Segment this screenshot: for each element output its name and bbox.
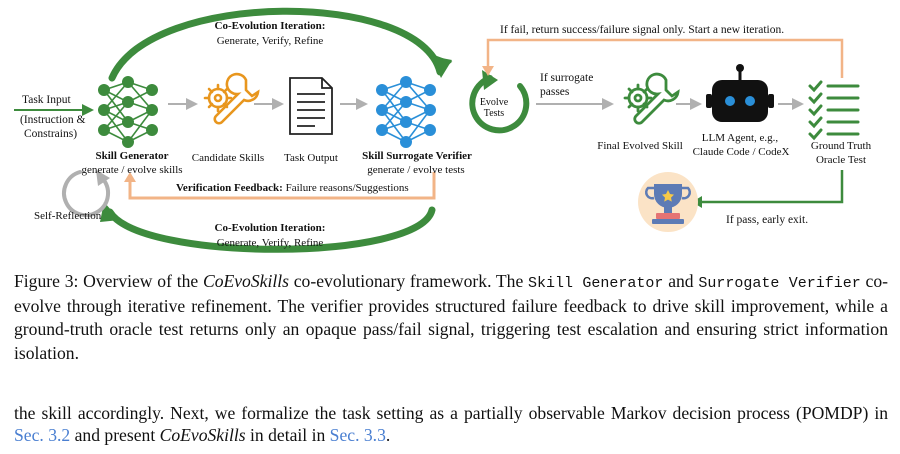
wrench-gear-icon [203,72,260,125]
if-surrogate-label-2: passes [540,86,570,98]
if-surrogate-label-1: If surrogate [540,72,594,84]
instruction-label-1: (Instruction & [20,114,86,126]
top-iteration-arrow [108,7,444,82]
self-reflection-label: Self-Reflection [34,210,102,222]
section-link-3-3[interactable]: Sec. 3.3 [329,425,386,445]
section-link-3-2[interactable]: Sec. 3.2 [14,425,71,445]
pass-arrow [700,170,844,204]
candidate-skills-label: Candidate Skills [191,152,265,164]
instruction-label-2: Constrains) [24,128,78,140]
ground-truth-label-1: Ground Truth [810,140,872,152]
final-evolved-skill-label: Final Evolved Skill [597,140,683,152]
bottom-iteration-subtitle: Generate, Verify, Refine [216,237,324,249]
task-input-label: Task Input [22,94,71,106]
verification-feedback-label: Verification Feedback: Failure reasons/S… [176,182,409,194]
task-output-label: Task Output [284,152,338,164]
llm-agent-label-1: LLM Agent, e.g., [701,132,779,144]
robot-icon [706,64,774,122]
body-paragraph: the skill accordingly. Next, we formaliz… [14,403,888,445]
figure-graphics [14,7,860,253]
llm-agent-label-2: Claude Code / CodeX [692,146,790,158]
bottom-iteration-title: Co-Evolution Iteration: [214,222,326,234]
verification-feedback-arrow [128,172,436,200]
surrogate-verifier-title: Skill Surrogate Verifier [362,150,472,162]
checklist-icon [808,80,860,141]
figure-caption: Figure 3: Overview of the CoEvoSkills co… [14,271,889,363]
if-fail-label: If fail, return success/failure signal o… [500,24,785,36]
evolve-tests-label-2: Tests [483,108,505,119]
surrogate-verifier-icon [376,76,436,148]
bottom-iteration-arrow [106,206,436,253]
trophy-icon [638,172,698,232]
evolve-tests-label-1: Evolve [479,97,509,108]
skill-generator-icon [98,76,158,148]
framework-figure: Co-Evolution Iteration: Generate, Verify… [14,7,872,253]
skill-generator-subtitle: generate / evolve skills [81,164,183,176]
evolve-tests-arrow [469,75,530,134]
surrogate-verifier-subtitle: generate / evolve tests [367,164,465,176]
final-skill-icon [623,72,680,125]
self-reflection-arrow [62,170,110,218]
skill-generator-title: Skill Generator [95,150,169,162]
task-output-icon [289,77,333,135]
if-pass-label: If pass, early exit. [726,214,809,226]
top-iteration-title: Co-Evolution Iteration: [214,20,326,32]
top-iteration-subtitle: Generate, Verify, Refine [216,35,324,47]
ground-truth-label-2: Oracle Test [815,154,867,166]
fail-loop-arrow [486,38,844,78]
